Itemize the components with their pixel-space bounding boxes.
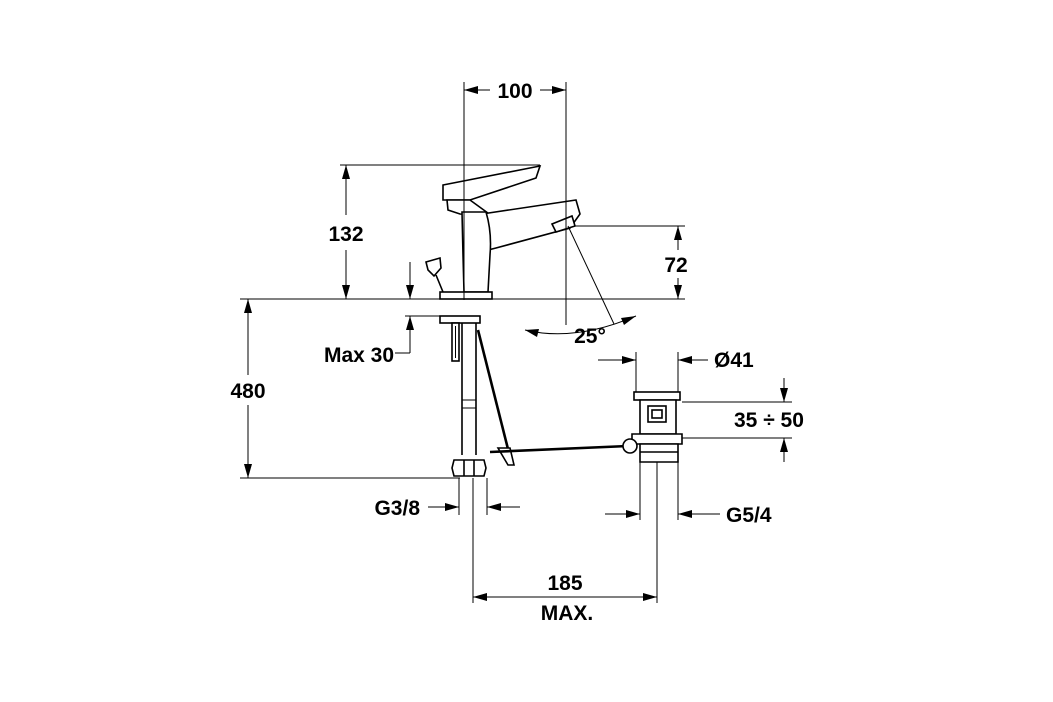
dimension-lines	[240, 82, 792, 603]
dim-spout-height-label: 132	[328, 223, 363, 246]
pop-up-waste	[622, 391, 683, 463]
dim-width-label: 100	[497, 80, 532, 103]
dim-angle-label: 25°	[574, 325, 606, 348]
dim-waste-thread-label: G5/4	[726, 504, 772, 527]
dim-waste-range-label: 35 ÷ 50	[734, 409, 804, 432]
dim-waste-diameter-label: Ø41	[714, 349, 754, 372]
dim-rod-max-label: MAX.	[541, 602, 594, 625]
dim-total-height-label: 480	[230, 380, 265, 403]
dim-aerator-height-label: 72	[664, 254, 687, 277]
dim-max-deck-label: Max 30	[324, 344, 394, 367]
basin-deck	[439, 315, 629, 477]
dim-rod-length-label: 185	[547, 572, 582, 595]
faucet-body	[425, 164, 581, 300]
dim-supply-thread-label: G3/8	[374, 497, 420, 520]
